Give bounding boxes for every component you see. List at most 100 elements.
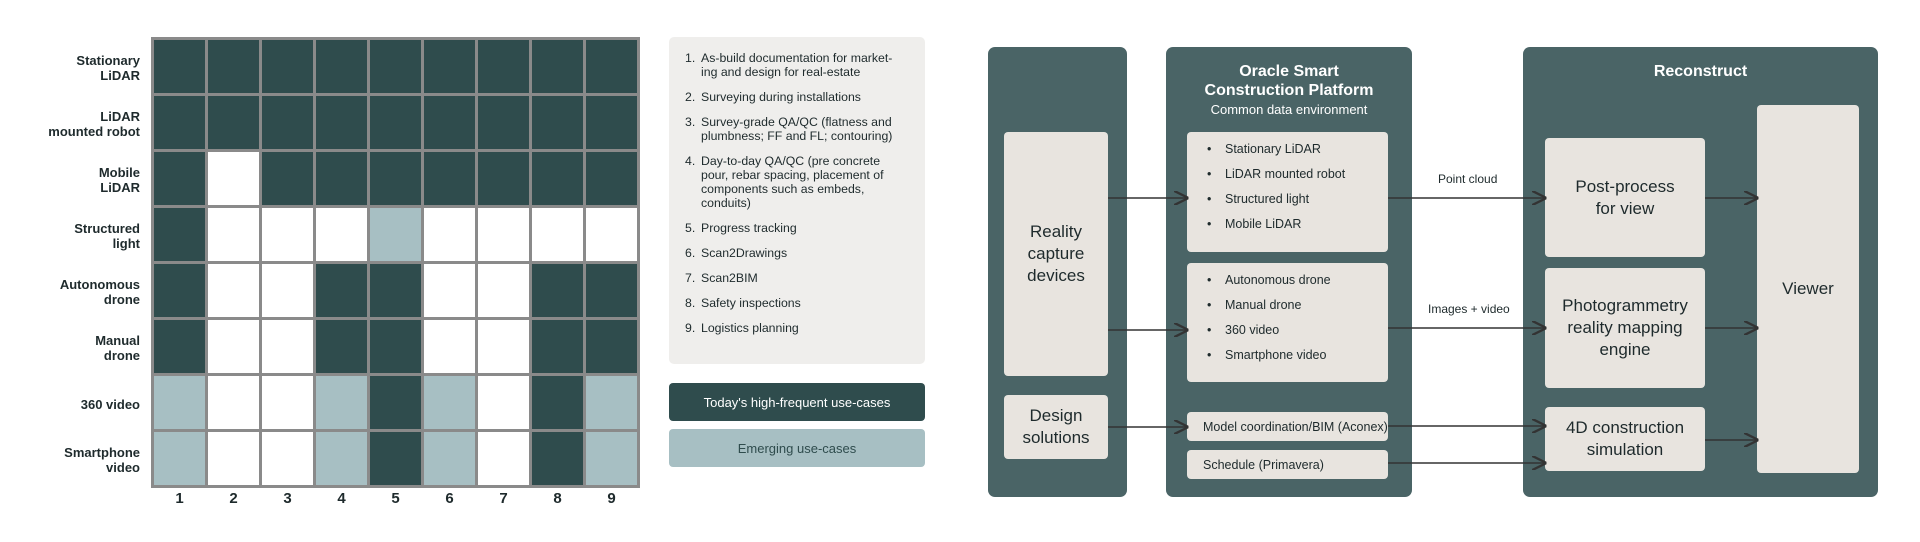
- grid-cell: [316, 376, 367, 429]
- grid-cell: [370, 152, 421, 205]
- grid-cell: [478, 208, 529, 261]
- 4d-simulation-box: 4D construction simulation: [1545, 407, 1705, 471]
- grid-cell: [316, 432, 367, 485]
- grid-cell: [478, 432, 529, 485]
- use-case-text: Scan2Drawings: [701, 246, 788, 260]
- use-case-item: 8. Safety inspections: [685, 296, 909, 310]
- sensor-label: Structured light: [1225, 192, 1310, 206]
- use-case-item: 2.Surveying during installations: [685, 90, 909, 104]
- grid-cell: [208, 432, 259, 485]
- use-case-list: 1.As-build documentation for market- ing…: [685, 51, 909, 335]
- grid-cell: [370, 96, 421, 149]
- capability-grid: [151, 37, 640, 488]
- sensor-item: • Structured light: [1207, 191, 1388, 216]
- use-case-number: 8.: [685, 296, 696, 310]
- grid-cell: [154, 152, 205, 205]
- row-label: Stationary LiDAR: [76, 53, 140, 83]
- grid-cell: [316, 40, 367, 93]
- grid-cell: [532, 208, 583, 261]
- grid-cell: [154, 264, 205, 317]
- grid-cell: [424, 96, 475, 149]
- use-case-number: 5.: [685, 221, 696, 235]
- grid-cell: [478, 40, 529, 93]
- grid-cell: [370, 376, 421, 429]
- use-case-text: Surveying during installations: [701, 90, 861, 104]
- grid-cell: [154, 96, 205, 149]
- grid-cell: [532, 320, 583, 373]
- grid-cell: [424, 40, 475, 93]
- grid-cell: [532, 376, 583, 429]
- sensor-item: • 360 video: [1207, 322, 1388, 347]
- grid-cell: [586, 432, 637, 485]
- column-label: 9: [607, 490, 616, 507]
- use-case-text: Safety inspections: [701, 296, 801, 310]
- grid-cell: [208, 208, 259, 261]
- use-case-item: 9.Logistics planning: [685, 321, 909, 335]
- use-case-item: 1.As-build documentation for market- ing…: [685, 51, 909, 79]
- grid-cell: [532, 96, 583, 149]
- grid-cell: [586, 320, 637, 373]
- use-case-item: 6. Scan2Drawings: [685, 246, 909, 260]
- grid-cell: [316, 320, 367, 373]
- use-case-text: Survey-grade QA/QC (flatness and plumbne…: [701, 115, 893, 143]
- platform-title: Oracle Smart Construction Platform: [1204, 63, 1374, 99]
- row-label: 360 video: [80, 396, 140, 412]
- grid-cell: [208, 376, 259, 429]
- grid-cell: [316, 152, 367, 205]
- sensor-item: •Autonomous drone: [1207, 272, 1388, 297]
- sensor-item: •Stationary LiDAR: [1207, 141, 1388, 166]
- use-case-item: 5. Progress tracking: [685, 221, 909, 235]
- sensor-label: 360 video: [1225, 323, 1280, 337]
- use-case-item: 4.Day-to-day QA/QC (pre concrete pour, r…: [685, 154, 909, 210]
- row-label: Manual drone: [95, 333, 140, 363]
- row-label: LiDAR mounted robot: [48, 109, 140, 139]
- grid-cell: [532, 40, 583, 93]
- grid-cell: [424, 152, 475, 205]
- sensor-label: LiDAR mounted robot: [1225, 167, 1346, 181]
- use-case-number: 6.: [685, 246, 696, 260]
- grid-cell: [586, 40, 637, 93]
- model-coordination-box: Model coordination/BIM (Aconex): [1187, 412, 1388, 441]
- bullet-icon: •: [1207, 298, 1212, 312]
- grid-cell: [316, 208, 367, 261]
- grid-cell: [262, 40, 313, 93]
- grid-cell: [424, 432, 475, 485]
- sensor-label: Stationary LiDAR: [1225, 142, 1321, 156]
- grid-cell: [262, 320, 313, 373]
- sensor-item: • Manual drone: [1207, 297, 1388, 322]
- schedule-box: Schedule (Primavera): [1187, 450, 1388, 479]
- legend-high-frequent: Today's high-frequent use-cases: [669, 383, 925, 421]
- sensor-label: Manual drone: [1225, 298, 1302, 312]
- column-label: 2: [229, 490, 238, 507]
- grid-cell: [208, 264, 259, 317]
- grid-cell: [370, 432, 421, 485]
- bullet-icon: •: [1207, 348, 1212, 362]
- grid-cell: [586, 264, 637, 317]
- grid-cell: [262, 96, 313, 149]
- grid-cell: [208, 40, 259, 93]
- row-label: Structured light: [74, 221, 140, 251]
- grid-cell: [532, 432, 583, 485]
- grid-cell: [370, 40, 421, 93]
- sensor-label: Mobile LiDAR: [1225, 217, 1302, 231]
- bullet-icon: •: [1207, 323, 1212, 337]
- platform-subtitle: Common data environment: [1210, 102, 1368, 117]
- grid-cell: [208, 152, 259, 205]
- column-label: 4: [337, 490, 346, 507]
- sensor-item: •LiDAR mounted robot: [1207, 166, 1388, 191]
- grid-cell: [586, 96, 637, 149]
- column-label: 5: [391, 490, 400, 507]
- sensor-item: •Smartphone video: [1207, 347, 1388, 372]
- use-case-number: 1.: [685, 51, 696, 65]
- bullet-icon: •: [1207, 192, 1212, 206]
- use-case-number: 3.: [685, 115, 696, 129]
- grid-cell: [478, 320, 529, 373]
- grid-cell: [262, 152, 313, 205]
- grid-cell: [478, 264, 529, 317]
- grid-cell: [262, 208, 313, 261]
- row-label: Autonomous drone: [59, 277, 140, 307]
- grid-cell: [532, 264, 583, 317]
- use-case-text: Progress tracking: [701, 221, 797, 235]
- use-case-item: 7.Scan2BIM: [685, 271, 909, 285]
- grid-cell: [262, 432, 313, 485]
